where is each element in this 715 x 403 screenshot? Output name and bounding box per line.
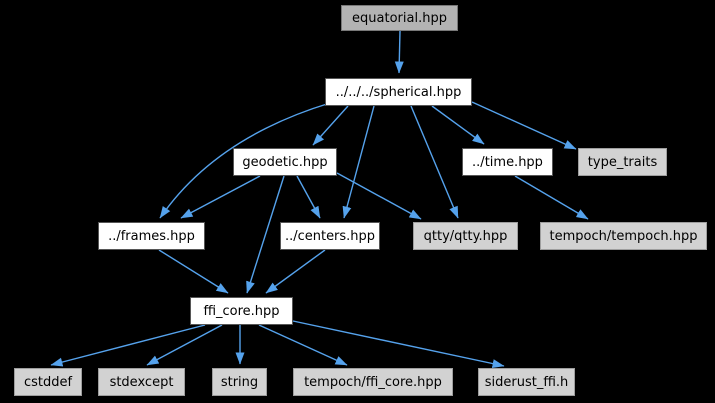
node-qtty[interactable]: qtty/qtty.hpp <box>413 222 518 250</box>
edge-spherical-to-type-traits <box>471 101 577 150</box>
node-string[interactable]: string <box>212 368 267 396</box>
edge-spherical-to-frames <box>159 102 331 219</box>
edge-spherical-to-time <box>431 105 485 145</box>
edge-equatorial-to-spherical <box>394 30 404 74</box>
node-tempoch[interactable]: tempoch/tempoch.hpp <box>540 222 707 250</box>
node-time[interactable]: ../time.hpp <box>462 148 553 176</box>
edge-frames-to-ffi-core <box>158 249 229 294</box>
node-equatorial[interactable]: equatorial.hpp <box>341 5 458 31</box>
node-centers[interactable]: ../centers.hpp <box>280 222 380 250</box>
edge-ffi-core-to-stdexcept <box>146 324 223 366</box>
edge-geodetic-to-ffi-core <box>246 175 285 294</box>
edge-geodetic-to-qtty <box>336 172 422 220</box>
edge-spherical-to-centers <box>342 105 375 219</box>
node-geodetic[interactable]: geodetic.hpp <box>233 148 337 176</box>
edge-ffi-core-to-cstddef <box>50 324 206 367</box>
edge-ffi-core-to-tempoch-ffi <box>258 324 348 366</box>
edge-ffi-core-to-siderust-ffi <box>292 320 505 369</box>
node-spherical[interactable]: ../../../spherical.hpp <box>325 78 472 106</box>
node-cstddef[interactable]: cstddef <box>14 368 82 396</box>
node-tempoch-ffi[interactable]: tempoch/ffi_core.hpp <box>293 368 453 396</box>
edge-centers-to-ffi-core <box>265 249 326 294</box>
node-ffi-core[interactable]: ffi_core.hpp <box>190 297 293 325</box>
edge-spherical-to-qtty <box>410 105 459 219</box>
edge-geodetic-to-centers <box>296 175 321 219</box>
node-type-traits[interactable]: type_traits <box>578 148 667 176</box>
node-siderust-ffi[interactable]: siderust_ffi.h <box>478 368 575 396</box>
edge-spherical-to-geodetic <box>312 105 349 146</box>
edge-time-to-tempoch <box>514 175 589 220</box>
node-stdexcept[interactable]: stdexcept <box>98 368 185 396</box>
node-frames[interactable]: ../frames.hpp <box>98 222 205 250</box>
edge-geodetic-to-frames <box>180 175 261 219</box>
